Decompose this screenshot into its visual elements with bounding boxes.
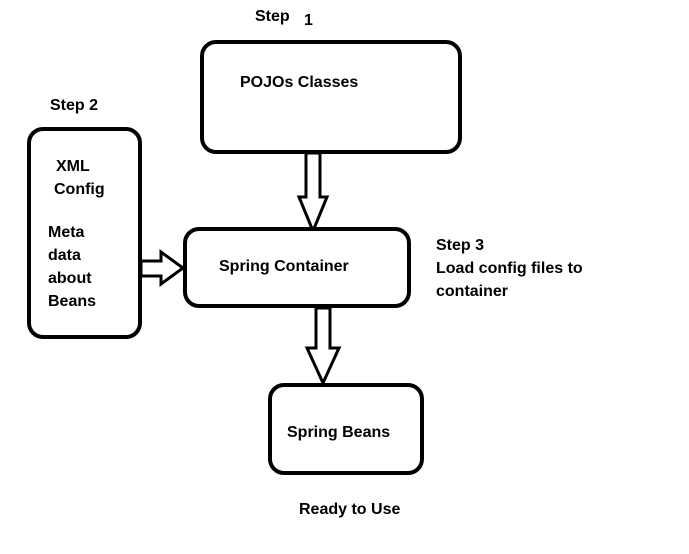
step-2-label: Step 2 [50,97,99,114]
metadata-line1: Meta [48,224,85,241]
step-3-label: Step 3 [436,237,485,254]
metadata-line2: data [48,247,81,264]
step-3-desc-line2: container [436,283,509,300]
ready-to-use-label: Ready to Use [299,501,401,518]
pojos-classes-label: POJOs Classes [240,74,359,91]
arrow-container-to-beans [304,306,342,387]
step-1-label: Step [255,8,290,25]
spring-container-box [183,227,411,308]
xml-config-line2: Config [54,181,105,198]
arrow-pojos-to-container [296,151,330,235]
spring-beans-label: Spring Beans [287,424,391,441]
metadata-line4: Beans [48,293,97,310]
arrow-xml-to-container [139,249,186,287]
xml-config-box [27,127,142,339]
spring-container-label: Spring Container [219,258,349,275]
step-3-desc-line1: Load config files to [436,260,583,277]
xml-config-line1: XML [56,158,90,175]
metadata-line3: about [48,270,92,287]
step-1-number: 1 [304,12,313,29]
pojos-classes-box [200,40,462,154]
spring-beans-box [268,383,424,475]
